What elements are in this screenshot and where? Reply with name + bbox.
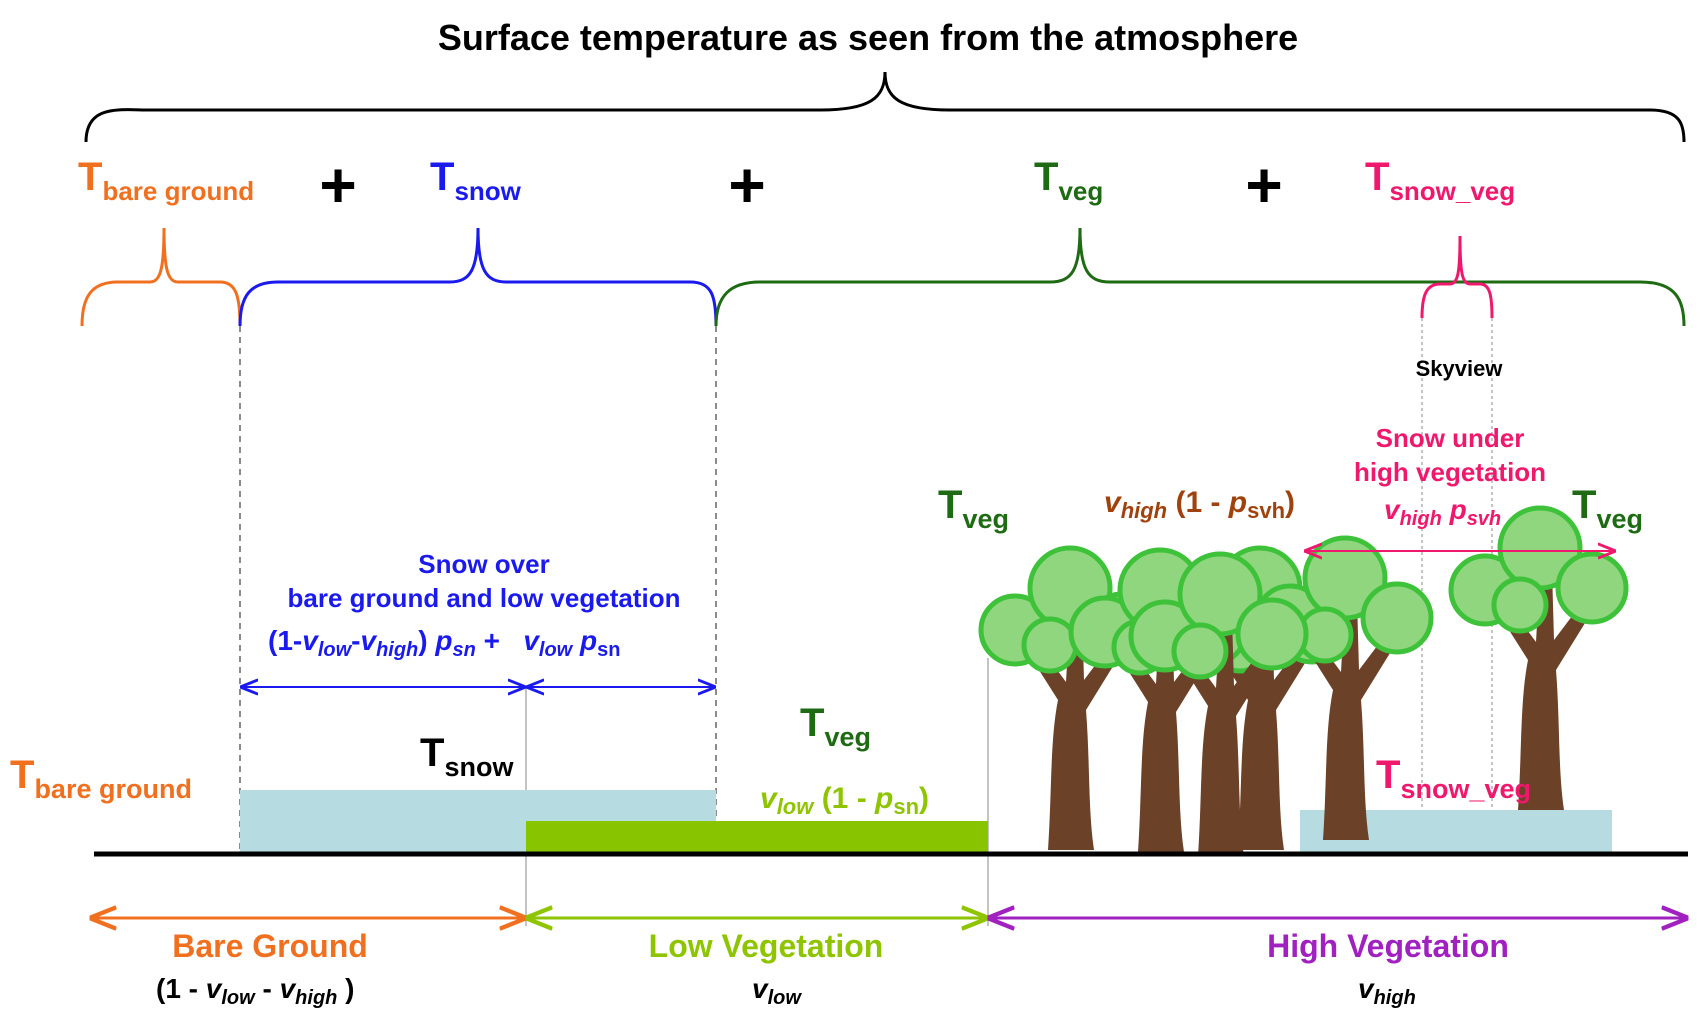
snow-under-formula: vhigh psvh [1384,494,1501,530]
snow-over-formula: (1-vlow-vhigh) psn + vlow psn [268,625,620,661]
plus-sign-2: + [728,149,765,221]
low-veg-fraction: vlow (1 - psn) [760,782,929,819]
skyview-label: Skyview [1416,356,1504,381]
t-bare-ground-term: Tbare ground [78,155,254,206]
high-veg-fraction: vhigh (1 - psvh) [1104,486,1295,523]
snow-over-line2: bare ground and low vegetation [288,583,681,613]
t-veg-mid-scene: Tveg [938,483,1009,534]
low-vegetation-formula: vlow [752,973,802,1009]
t-snow-veg-scene: Tsnow_veg [1376,753,1531,804]
snow-under-line1: Snow under [1376,423,1525,453]
t-snow-veg-term: Tsnow_veg [1365,155,1515,206]
t-snow-scene: Tsnow [420,731,514,782]
diagram-title: Surface temperature as seen from the atm… [438,17,1298,58]
snow-under-line2: high vegetation [1354,457,1546,487]
plus-sign-1: + [319,149,356,221]
bare-ground-label: Bare Ground [172,928,368,964]
snow-over-line1: Snow over [418,549,549,579]
high-vegetation-formula: vhigh [1358,973,1416,1009]
t-veg-right-scene: Tveg [1572,483,1643,534]
low-vegetation-label: Low Vegetation [649,928,884,964]
plus-sign-3: + [1245,149,1282,221]
t-veg-low-scene: Tveg [800,701,871,752]
vegetation-brace [714,227,1686,327]
snow-veg-brace [1420,235,1494,319]
t-bare-ground-scene: Tbare ground [10,753,192,804]
t-snow-term: Tsnow [430,155,522,206]
low-vegetation-layer [526,821,988,854]
high-vegetation-label: High Vegetation [1267,928,1509,964]
bare-ground-brace [80,227,242,327]
t-veg-term: Tveg [1034,155,1103,206]
bare-ground-formula: (1 - vlow - vhigh ) [156,973,355,1009]
atmosphere-brace [84,71,1686,143]
snow-brace [238,227,718,327]
